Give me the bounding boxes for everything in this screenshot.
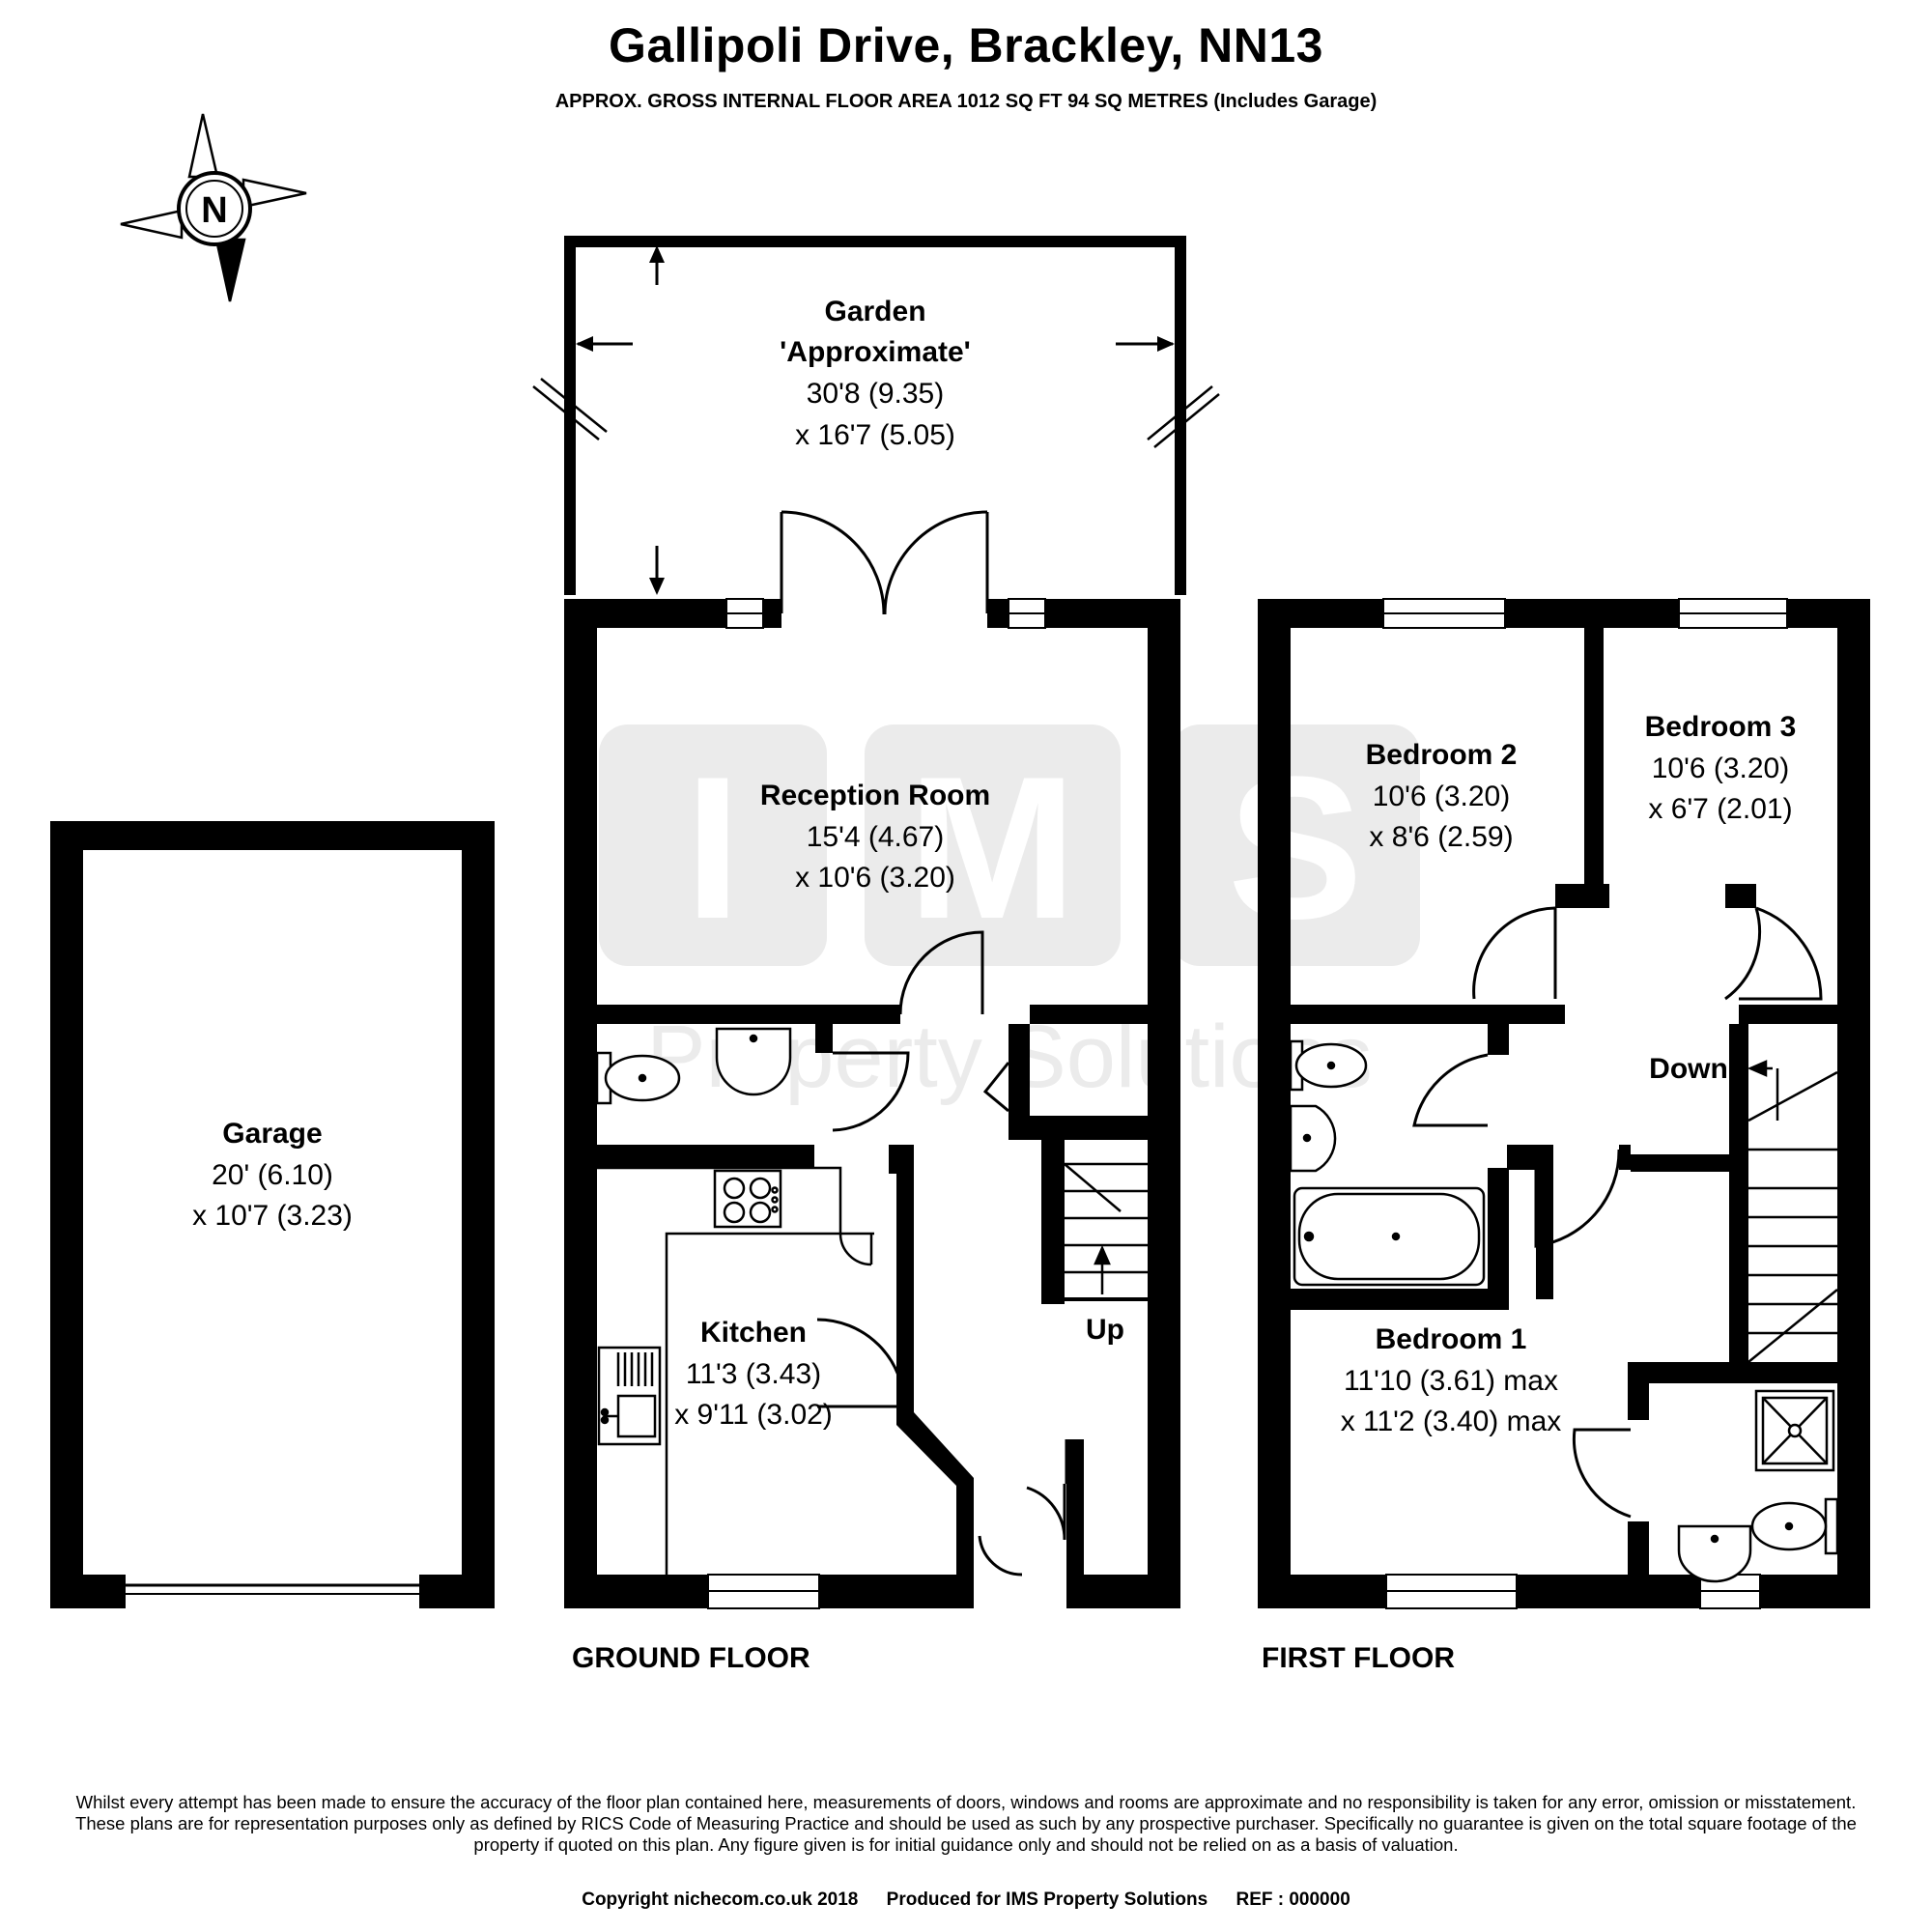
ground-floor-label: GROUND FLOOR — [572, 1642, 810, 1674]
plan-title: Gallipoli Drive, Brackley, NN13 — [609, 18, 1323, 72]
compass-rose: N — [120, 113, 307, 302]
bedroom1-dim-1: 11'10 (3.61) max — [1344, 1365, 1558, 1397]
stairs-down-label: Down — [1649, 1053, 1728, 1085]
french-doors — [780, 510, 989, 615]
garage-name: Garage — [222, 1118, 322, 1150]
ground-wc-fixtures — [595, 1027, 792, 1105]
garage-walls — [50, 821, 495, 1608]
watermark-tile-m — [865, 724, 1121, 966]
ground-floor-windows — [707, 598, 1046, 1609]
first-floor-windows — [1382, 598, 1788, 1609]
watermark-letter-i: I — [685, 734, 741, 961]
watermark-letter-m: M — [908, 734, 1077, 961]
footer-produced: Produced for IMS Property Solutions — [886, 1889, 1208, 1910]
footer: Copyright nichecom.co.uk 2018 Produced f… — [0, 1889, 1932, 1911]
watermark-tile-s — [1171, 724, 1420, 966]
bedroom2-name: Bedroom 2 — [1366, 739, 1518, 771]
first-floor-label: FIRST FLOOR — [1262, 1642, 1455, 1674]
disclaimer-text: Whilst every attempt has been made to en… — [75, 1792, 1857, 1855]
stairs-up-label: Up — [1086, 1314, 1124, 1346]
first-floor-walls — [1258, 599, 1870, 1608]
ensuite-fixtures — [1677, 1389, 1839, 1583]
reception-name: Reception Room — [760, 780, 990, 811]
footer-ref: REF : 000000 — [1236, 1889, 1350, 1910]
watermark-letter-s: S — [1228, 734, 1363, 961]
ground-floor-doors — [816, 930, 1068, 1577]
bathroom-fixtures — [1289, 1039, 1486, 1287]
bedroom2-dim-1: 10'6 (3.20) — [1373, 781, 1511, 812]
watermark-tile-i — [599, 724, 827, 966]
ground-stairs — [1064, 1162, 1148, 1294]
first-floor-stairs — [1747, 1060, 1838, 1363]
bedroom3-dim-1: 10'6 (3.20) — [1652, 753, 1790, 784]
ground-floor-walls — [564, 599, 1180, 1608]
garage-dim-1: 20' (6.10) — [212, 1159, 333, 1191]
room-labels: Garden 'Approximate' 30'8 (9.35) x 16'7 … — [192, 296, 1796, 1674]
compass-north-label: N — [201, 190, 227, 231]
bedroom1-dim-2: x 11'2 (3.40) max — [1341, 1406, 1562, 1437]
garage-dim-2: x 10'7 (3.23) — [192, 1200, 353, 1232]
footer-copyright: Copyright nichecom.co.uk 2018 — [582, 1889, 859, 1910]
reception-dim-1: 15'4 (4.67) — [807, 821, 945, 853]
kitchen-dim-1: 11'3 (3.43) — [686, 1358, 821, 1390]
garden-outline — [532, 236, 1220, 595]
reception-dim-2: x 10'6 (3.20) — [795, 862, 955, 894]
kitchen-fixtures — [597, 1166, 874, 1584]
kitchen-name: Kitchen — [700, 1317, 807, 1349]
kitchen-dim-2: x 9'11 (3.02) — [674, 1399, 833, 1431]
garden-name: Garden — [824, 296, 925, 327]
garden-dim-2: x 16'7 (5.05) — [795, 419, 955, 451]
garden-note: 'Approximate' — [780, 336, 971, 368]
bedroom3-name: Bedroom 3 — [1645, 711, 1797, 743]
garden-dim-1: 30'8 (9.35) — [807, 378, 945, 410]
bedroom1-name: Bedroom 1 — [1376, 1323, 1527, 1355]
bedroom2-dim-2: x 8'6 (2.59) — [1369, 821, 1513, 853]
first-floor-doors — [1412, 906, 1823, 1519]
bedroom3-dim-2: x 6'7 (2.01) — [1648, 793, 1792, 825]
floor-area-subtitle: APPROX. GROSS INTERNAL FLOOR AREA 1012 S… — [554, 91, 1378, 112]
